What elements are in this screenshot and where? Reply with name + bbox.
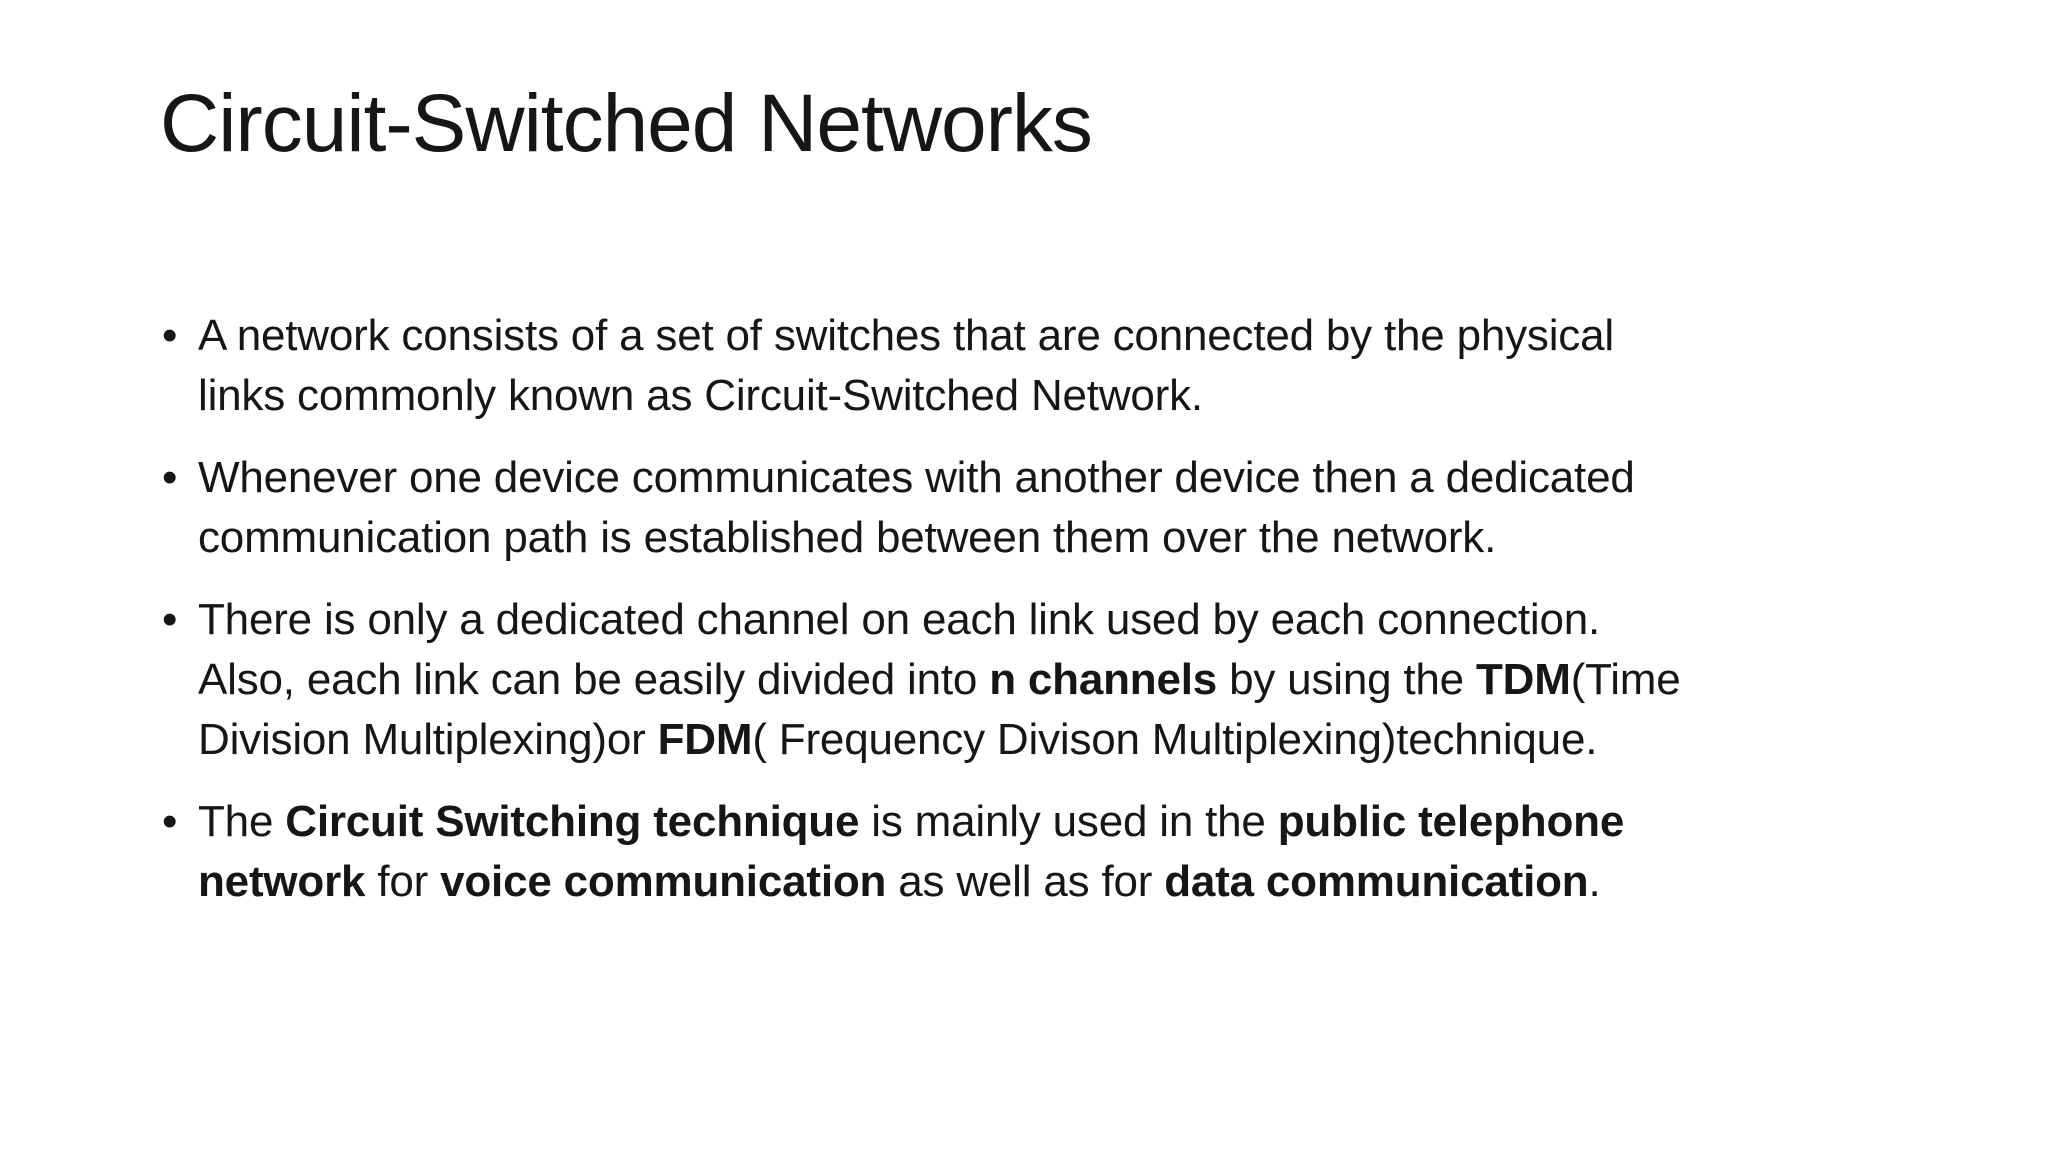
page-title: Circuit-Switched Networks — [160, 78, 1093, 169]
list-item: • A network consists of a set of switches… — [160, 306, 1980, 426]
text-segment-bold: data communication — [1164, 857, 1589, 906]
text-segment: communication path is established betwee… — [198, 513, 1497, 562]
text-segment: as well as for — [886, 857, 1165, 906]
text-segment: is mainly used in the — [859, 797, 1278, 846]
list-item: • There is only a dedicated channel on ea… — [160, 590, 1980, 770]
text-segment-bold: n channels — [989, 655, 1218, 704]
bullet-marker: • — [162, 797, 178, 846]
text-segment-bold: public telephone — [1277, 797, 1625, 846]
text-segment-bold: FDM — [657, 715, 753, 764]
bullet-marker: • — [162, 311, 178, 360]
text-segment: links commonly known as Circuit-Switched… — [198, 371, 1203, 420]
text-segment: by using the — [1217, 655, 1476, 704]
text-segment: Division Multiplexing)or — [198, 715, 658, 764]
list-item: • Whenever one device communicates with a… — [160, 448, 1980, 568]
text-segment-bold: Circuit Switching technique — [285, 797, 860, 846]
text-segment: A network consists of a set of switches … — [198, 311, 1614, 360]
text-segment: There is only a dedicated channel on eac… — [198, 595, 1601, 644]
text-segment-bold: TDM — [1475, 655, 1571, 704]
text-segment-bold: network — [198, 857, 366, 906]
list-item: • The Circuit Switching technique is main… — [160, 792, 1980, 912]
text-segment: Also, each link can be easily divided in… — [198, 655, 990, 704]
text-segment: The — [198, 797, 286, 846]
text-segment: Whenever one device communicates with an… — [198, 453, 1635, 502]
text-segment: . — [1588, 857, 1601, 906]
text-segment: (Time — [1570, 655, 1681, 704]
bullet-marker: • — [162, 453, 178, 502]
bullet-marker: • — [162, 595, 178, 644]
bullet-list: • A network consists of a set of switches… — [160, 306, 1980, 934]
text-segment: ( Frequency Divison Multiplexing)techniq… — [752, 715, 1598, 764]
text-segment-bold: voice communication — [440, 857, 887, 906]
text-segment: for — [365, 857, 441, 906]
